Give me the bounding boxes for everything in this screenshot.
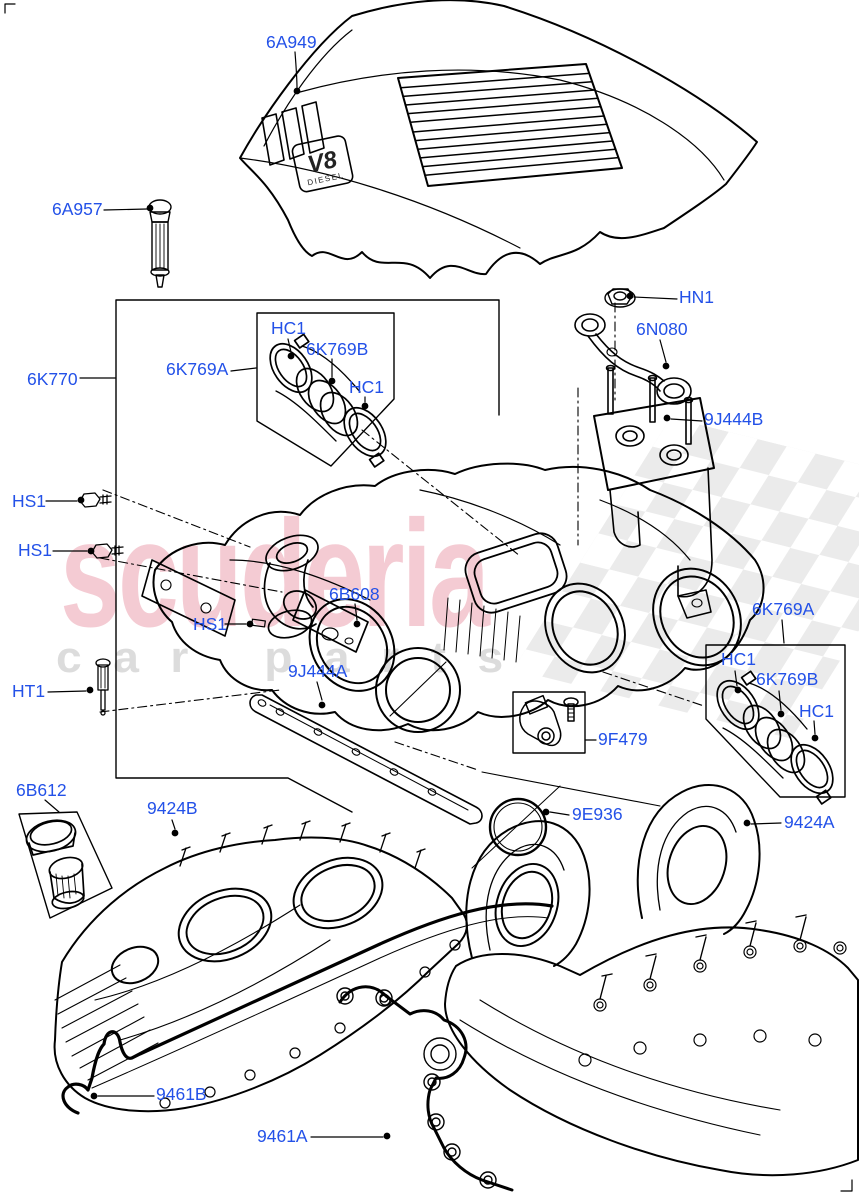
part-cover-fastener [148,199,172,288]
part-label-9J444B[interactable]: 9J444B [704,409,764,429]
part-label-6K769B[interactable]: 6K769B [306,339,369,359]
part-label-HN1[interactable]: HN1 [679,287,715,307]
part-label-6A949[interactable]: 6A949 [266,32,317,52]
part-intake-manifold [141,462,765,733]
part-label-6B608[interactable]: 6B608 [329,584,380,604]
part-label-6K769A[interactable]: 6K769A [166,359,229,379]
part-label-9E936[interactable]: 9E936 [572,804,623,824]
part-label-6K769B[interactable]: 6K769B [756,669,819,689]
part-bolt-hs1-2 [91,543,124,559]
box-6b612 [18,811,113,919]
leader-lines [44,51,819,1140]
watermark-subtitle-text: car parts [56,633,535,682]
axis-line-solid [481,771,661,807]
part-egr-pipe [251,534,319,639]
part-label-9424A[interactable]: 9424A [784,812,835,832]
part-sensor-9f479 [519,694,579,747]
part-label-HC1[interactable]: HC1 [271,318,307,338]
part-label-HC1[interactable]: HC1 [799,701,835,721]
part-gasket-right [336,985,514,1192]
part-label-HS1[interactable]: HS1 [18,540,53,560]
part-cam-cover-right [444,783,859,1177]
part-label-HC1[interactable]: HC1 [721,649,757,669]
part-label-HS1[interactable]: HS1 [12,491,47,511]
box-6k770 [115,299,500,813]
part-label-6N080[interactable]: 6N080 [636,319,688,339]
part-label-HS1[interactable]: HS1 [193,614,228,634]
part-label-9F479[interactable]: 9F479 [598,729,648,749]
part-bolt-hs1-1 [79,492,112,508]
watermark-brand-text: scuderia [60,489,490,659]
part-label-6A957[interactable]: 6A957 [52,199,103,219]
box-6k769a-left [256,312,395,467]
part-label-9461A[interactable]: 9461A [257,1126,308,1146]
part-label-9424B[interactable]: 9424B [147,798,198,818]
part-spacer-6b608 [282,589,369,653]
part-gasket-left [61,902,554,1115]
part-plug-ht1 [95,658,111,716]
box-9f479 [512,691,586,754]
part-label-6B612[interactable]: 6B612 [16,780,67,800]
part-insulator-strip [249,694,483,825]
engine-badge: V8 DIESEL [291,135,354,193]
part-label-6K770[interactable]: 6K770 [27,369,78,389]
box-6k769a-right [705,644,846,798]
part-air-hose-right [716,670,834,805]
part-filler-cap [25,819,85,910]
part-label-HC1[interactable]: HC1 [349,377,385,397]
part-engine-cover: V8 DIESEL [239,0,758,279]
part-label-9461B[interactable]: 9461B [156,1084,207,1104]
part-label-6K769A[interactable]: 6K769A [752,599,815,619]
corner-marks [4,3,853,1192]
callout-boxes [18,299,846,919]
part-air-hose-left [269,333,387,468]
part-mount-bracket-9j444b [593,364,715,619]
part-cam-cover-left [53,820,468,1113]
part-label-HT1[interactable]: HT1 [12,681,46,701]
badge-v8-text: V8 [305,146,340,179]
part-label-9J444A[interactable]: 9J444A [288,661,348,681]
